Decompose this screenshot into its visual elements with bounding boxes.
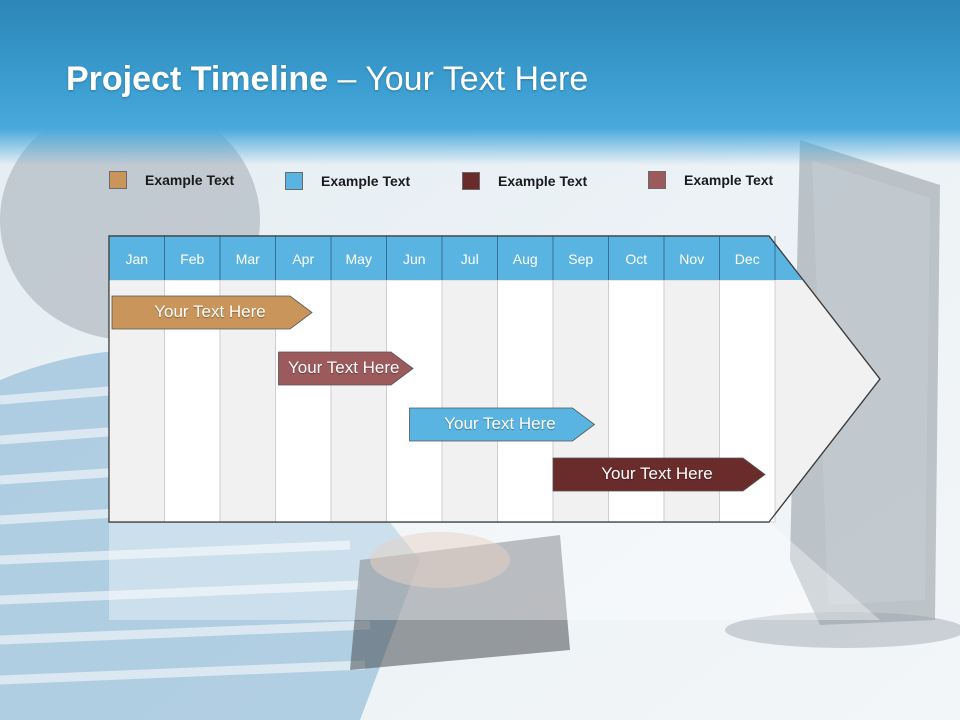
legend-label-4: Example Text bbox=[684, 172, 774, 188]
timeline-outline bbox=[108, 235, 881, 523]
legend-label-1: Example Text bbox=[145, 172, 235, 188]
title-main: Project Timeline bbox=[66, 60, 329, 98]
legend-item-1: Example Text bbox=[109, 170, 234, 190]
legend-swatch-2 bbox=[285, 172, 303, 190]
task-arrow-1 bbox=[111, 295, 313, 330]
month-label-jun: Jun bbox=[402, 251, 426, 267]
month-label-jan: Jan bbox=[125, 251, 149, 267]
task-arrow-4 bbox=[552, 457, 766, 492]
month-column-jul bbox=[441, 279, 498, 523]
timeline-reflection bbox=[109, 522, 880, 620]
legend-swatch-3 bbox=[462, 172, 480, 190]
page-title: Project Timeline – Your Text Here bbox=[66, 60, 588, 99]
legend-item-2: Example Text bbox=[285, 171, 410, 191]
title-subtitle: – Your Text Here bbox=[328, 60, 589, 98]
legend-label-2: Example Text bbox=[321, 173, 411, 189]
month-label-feb: Feb bbox=[180, 251, 205, 267]
month-column-aug bbox=[497, 279, 554, 523]
month-label-oct: Oct bbox=[625, 251, 648, 267]
task-label-3: Your Text Here bbox=[444, 414, 556, 433]
task-label-2: Your Text Here bbox=[287, 358, 400, 377]
month-label-may: May bbox=[345, 251, 372, 267]
legend-swatch-1 bbox=[109, 171, 127, 189]
header-band bbox=[0, 0, 960, 165]
month-label-dec: Dec bbox=[734, 251, 760, 267]
month-column-jun bbox=[386, 279, 443, 523]
task-label-1: Your Text Here bbox=[154, 302, 266, 321]
month-header-row bbox=[109, 236, 803, 280]
task-arrow-2 bbox=[278, 351, 414, 386]
month-label-jul: Jul bbox=[460, 251, 479, 267]
legend-item-4: Example Text bbox=[648, 170, 773, 190]
legend-label-3: Example Text bbox=[498, 173, 588, 189]
task-arrow-3 bbox=[409, 407, 596, 442]
month-column-may bbox=[330, 279, 387, 523]
month-label-aug: Aug bbox=[512, 251, 538, 267]
month-label-nov: Nov bbox=[679, 251, 705, 267]
month-label-apr: Apr bbox=[292, 251, 315, 267]
month-label-mar: Mar bbox=[235, 251, 260, 267]
legend-swatch-4 bbox=[648, 171, 666, 189]
legend-item-3: Example Text bbox=[462, 171, 587, 191]
month-label-sep: Sep bbox=[568, 251, 594, 267]
task-label-4: Your Text Here bbox=[601, 464, 713, 483]
